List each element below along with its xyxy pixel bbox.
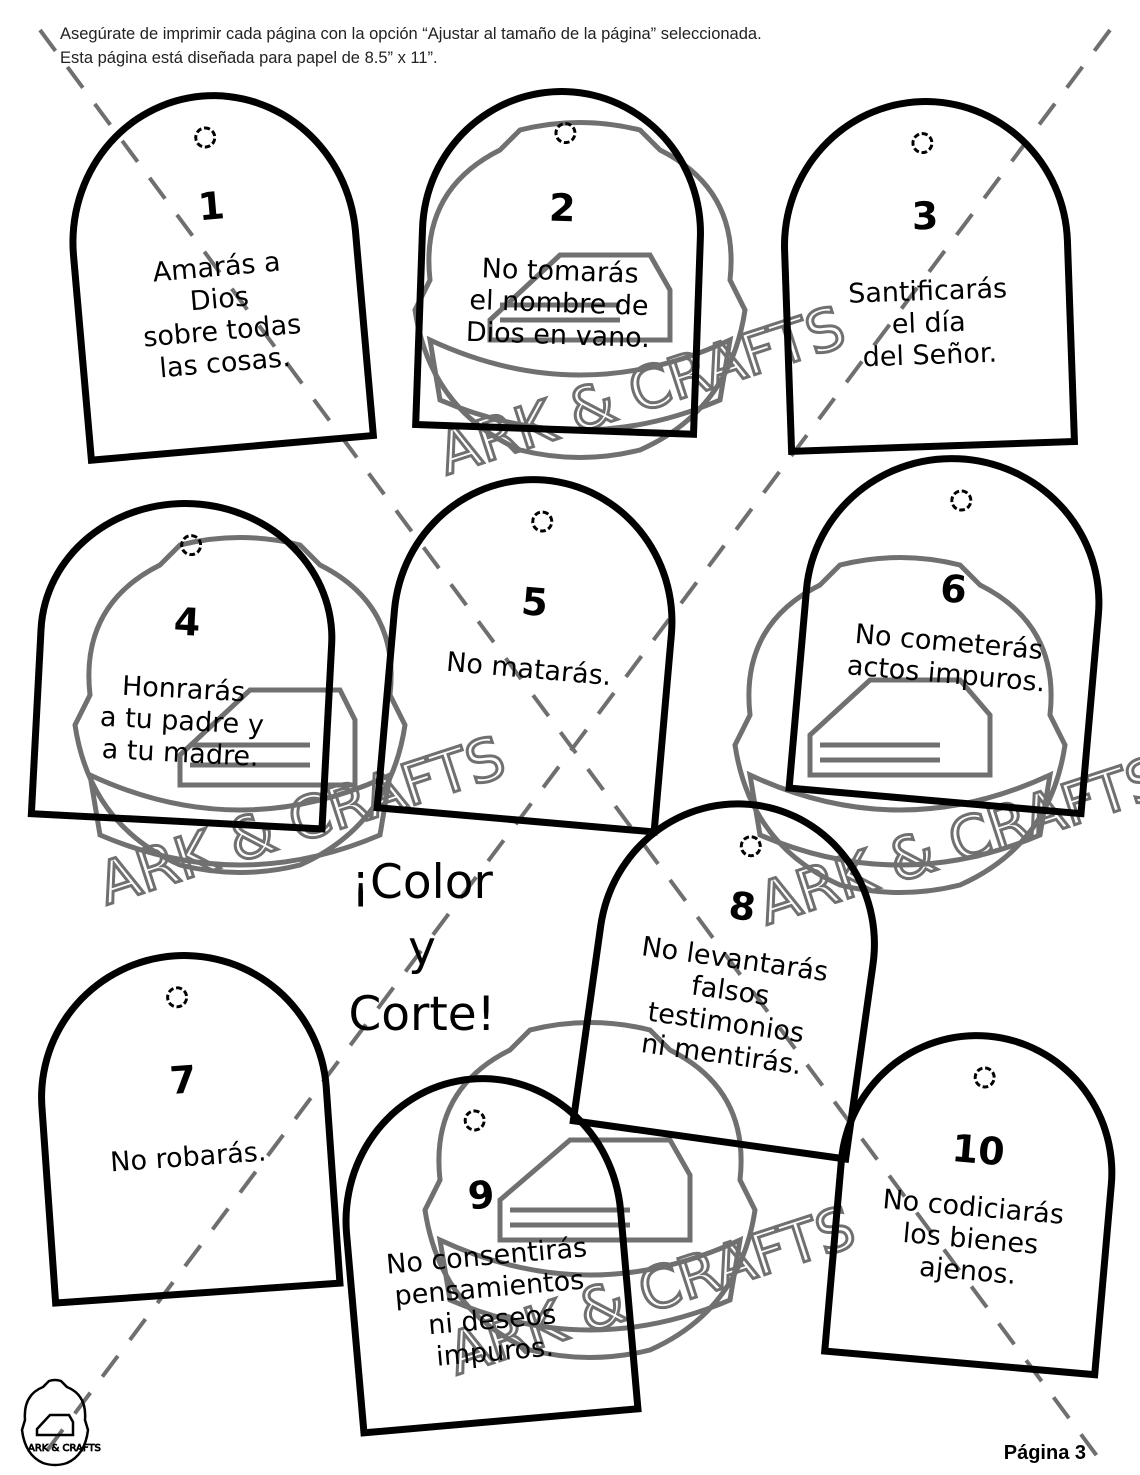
footer-logo-text: ARK & CRAFTS (28, 1443, 101, 1454)
cut-guide-diagonal-right (38, 28, 1112, 1462)
commandment-tab-4: 4 Honrarás a tu padre y a tu madre. (27, 492, 343, 833)
commandment-tab-5: 5 No matarás. (373, 464, 688, 836)
commandment-tab-2: 2 No tomarás el nombre de Dios en vano. (412, 83, 709, 438)
commandment-tab-9: 9 No consentirás pensamientos ni deseos … (330, 1063, 642, 1437)
color-and-cut-headline: ¡Color y Corte! (348, 855, 496, 1042)
commandment-tab-6: 6 No cometerás actos impuros. (785, 442, 1115, 818)
tab-text: Honrarás a tu padre y a tu madre. (99, 670, 265, 773)
tab-text: No consentirás pensamientos ni deseos im… (384, 1232, 589, 1373)
tab-text: Amarás a Dios sobre todas las cosas. (141, 246, 303, 385)
watermark-badge-bottom (422, 1020, 758, 1360)
commandment-tab-10: 10 No codiciarás los bienes ajenos. (820, 1020, 1128, 1379)
tab-text: No tomarás el nombre de Dios en vano. (465, 253, 651, 355)
instruction-line-1: Asegúrate de imprimir cada página con la… (60, 25, 762, 43)
watermark-badge-middle-left (72, 535, 408, 875)
hang-hole-icon (553, 121, 577, 145)
commandment-tab-7: 7 No robarás. (28, 942, 344, 1307)
tab-text: Santificarás el día del Señor. (847, 273, 1008, 374)
footer-logo: ARK & CRAFTS (20, 1378, 101, 1467)
instruction-line-2: Esta página está diseñada para papel de … (60, 49, 438, 67)
cut-guide-diagonal-left (38, 28, 1102, 1462)
page-number: Página 3 (1003, 1442, 1086, 1464)
commandment-tab-1: 1 Amarás a Dios sobre todas las cosas. (56, 80, 378, 464)
print-instructions: Asegúrate de imprimir cada página con la… (60, 22, 1060, 70)
commandment-tab-3: 3 Santificarás el día del Señor. (775, 93, 1079, 455)
watermark-badge-middle-right (732, 555, 1068, 895)
watermark-badge-top (412, 120, 748, 460)
